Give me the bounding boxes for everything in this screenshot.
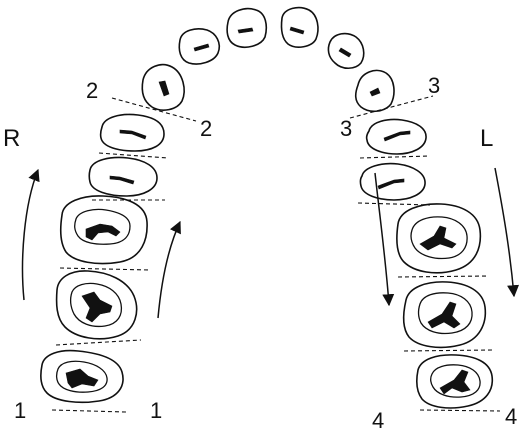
tooth-canine-right bbox=[141, 63, 185, 111]
arrow-left-inner bbox=[374, 172, 395, 307]
tooth-molar-r1 bbox=[60, 195, 148, 265]
label-l-bottom-2: 4 bbox=[505, 404, 517, 429]
tooth-premolar-r1 bbox=[99, 113, 165, 152]
tooth-molar-l3 bbox=[416, 354, 494, 409]
tooth-molar-r3 bbox=[40, 349, 124, 404]
tooth-incisor-l2 bbox=[327, 32, 365, 70]
tooth-canine-left bbox=[354, 69, 395, 113]
label-l-top-2: 3 bbox=[340, 116, 352, 141]
label-l-top-1: 3 bbox=[428, 73, 440, 98]
tooth-premolar-r2 bbox=[88, 156, 158, 197]
divider-lines bbox=[51, 95, 501, 413]
label-r-bottom-1: 1 bbox=[14, 398, 26, 423]
tooth-premolar-l2 bbox=[359, 162, 426, 201]
arrow-right-outer bbox=[21, 168, 40, 301]
tooth-incisor-l1 bbox=[280, 6, 319, 48]
label-left-side: L bbox=[480, 125, 493, 152]
tooth-premolar-l1 bbox=[365, 118, 427, 155]
tooth-molar-l1 bbox=[396, 203, 482, 274]
label-r-bottom-2: 1 bbox=[150, 398, 162, 423]
label-r-top-2: 2 bbox=[200, 116, 212, 141]
tooth-incisor-r2 bbox=[178, 28, 221, 65]
arrow-right-inner bbox=[157, 220, 181, 319]
label-l-bottom-1: 4 bbox=[372, 408, 384, 432]
tooth-incisor-r1 bbox=[226, 7, 268, 48]
tooth-molar-l2 bbox=[402, 281, 487, 349]
tooth-molar-r2 bbox=[55, 270, 138, 340]
label-r-top-1: 2 bbox=[86, 78, 98, 103]
arrow-left-outer bbox=[494, 167, 520, 298]
label-right-side: R bbox=[3, 125, 20, 152]
